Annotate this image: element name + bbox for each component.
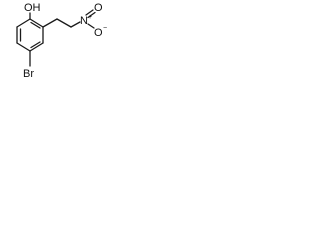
bond-nitrogen-oxygen-top-2 (87, 11, 96, 19)
bromine-label: Br (23, 68, 34, 80)
ring-double-bond-lower-right (30, 41, 41, 49)
bond-ch2-to-ch2 (56, 18, 72, 28)
nitro-oxygen-top-label: O (94, 2, 103, 14)
bond-ch2-to-nitrogen (70, 21, 81, 28)
oxygen-bottom-charge: − (103, 25, 107, 32)
hydroxyl-label: OH (24, 2, 41, 14)
bond-nitrogen-oxygen-top-1 (85, 9, 94, 16)
nitrogen-charge: + (88, 14, 92, 21)
nitro-oxygen-bottom-label: O (94, 27, 103, 39)
ring-bond-c1-c2 (16, 18, 31, 28)
ring-double-bond-upper-right (30, 21, 41, 29)
ring-bond-c5-c6 (16, 42, 31, 52)
chemical-structure: OH Br N + O O − (16, 2, 107, 80)
nitro-nitrogen-label: N (80, 15, 88, 27)
bond-nitrogen-oxygen-bottom (87, 23, 95, 29)
benzene-ring (16, 18, 44, 52)
ring-bond-c2-c3 (29, 18, 44, 28)
bond-ring-to-ch2 (42, 18, 58, 28)
ring-bond-c4-c5 (29, 42, 44, 52)
